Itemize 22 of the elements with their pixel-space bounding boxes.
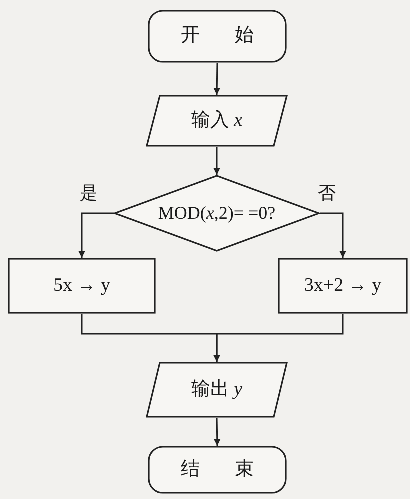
arrow	[214, 314, 344, 362]
io-parallelogram	[146, 95, 288, 147]
process-box	[278, 258, 408, 314]
node-text: 输出 y	[191, 378, 243, 402]
arrow	[78, 212, 114, 258]
arrow	[214, 147, 220, 175]
arrow	[214, 62, 221, 96]
io-parallelogram	[146, 362, 288, 418]
terminal-box	[148, 446, 287, 494]
node-text: MOD(x,2)= =0?	[158, 202, 276, 225]
node-text: 开 始	[180, 24, 254, 48]
node-text: 5x → y	[54, 274, 110, 298]
node-text: 结 束	[180, 458, 254, 482]
edge-label: 否	[318, 184, 336, 202]
arrow	[214, 418, 221, 446]
node-text: 输入 x	[191, 108, 243, 133]
process-box	[8, 258, 156, 314]
node-text: 3x+2 → y	[304, 274, 382, 298]
terminal-box	[148, 10, 287, 63]
decision-diamond	[114, 175, 320, 252]
edge-label: 是	[80, 184, 98, 202]
arrow	[320, 212, 346, 258]
